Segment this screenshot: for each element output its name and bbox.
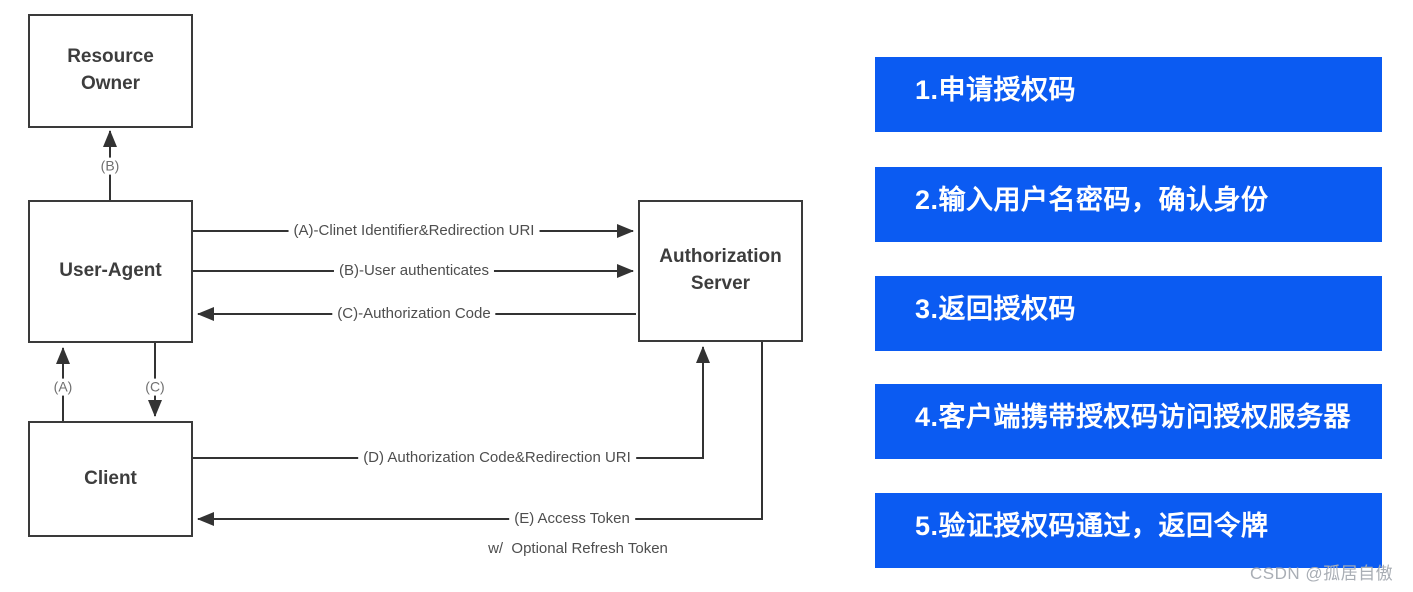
node-authorization-server: Authorization Server [638,200,803,342]
node-resource-owner: Resource Owner [28,14,193,128]
edge-label-c: (C)-Authorization Code [332,305,496,323]
edge-label-e: (E) Access Token [509,510,635,528]
step-banner-3: 3.返回授权码 [875,276,1382,351]
edge-tag-b: (B) [97,157,123,175]
node-client: Client [28,421,193,537]
node-user-agent: User-Agent [28,200,193,343]
edge-tag-c: (C) [142,378,168,396]
step-5-label: 5.验证授权码通过，返回令牌 [915,511,1269,541]
edge-label-d: (D) Authorization Code&Redirection URI [358,449,636,467]
edge-label-e-note: w/ Optional Refresh Token [488,540,668,557]
step-1-label: 1.申请授权码 [915,75,1077,105]
node-user-agent-label: User-Agent [59,260,162,282]
arrow-d-client-to-authserver [193,346,710,459]
arrow-e-authserver-to-client [197,342,763,526]
edge-label-a: (A)-Clinet Identifier&Redirection URI [288,222,540,240]
node-resource-owner-label: Resource Owner [67,46,154,94]
step-2-label: 2.输入用户名密码，确认身份 [915,185,1269,215]
csdn-watermark: CSDN @孤居自傲 [1250,564,1394,583]
node-authorization-server-label: Authorization Server [659,246,782,294]
step-banner-1: 1.申请授权码 [875,57,1382,132]
step-4-label: 4.客户端携带授权码访问授权服务器 [915,402,1352,432]
edge-tag-a: (A) [50,378,76,396]
step-banner-2: 2.输入用户名密码，确认身份 [875,167,1382,242]
node-client-label: Client [84,467,137,489]
step-banner-4: 4.客户端携带授权码访问授权服务器 [875,384,1382,459]
edge-label-b: (B)-User authenticates [333,262,495,280]
step-3-label: 3.返回授权码 [915,294,1077,324]
step-banner-5: 5.验证授权码通过，返回令牌 [875,493,1382,568]
